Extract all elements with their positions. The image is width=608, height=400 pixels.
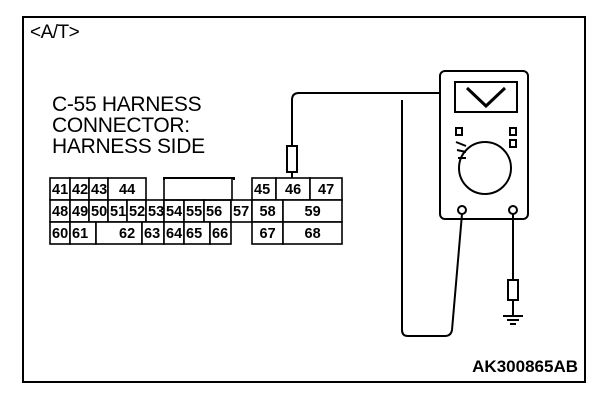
pin-label-60: 60 [52, 226, 68, 242]
pin-label-43: 43 [91, 182, 107, 198]
multimeter [439, 70, 529, 220]
pin-label-64: 64 [166, 226, 182, 242]
probe-lead [286, 92, 459, 178]
pin-label-50: 50 [91, 204, 107, 220]
ground-probe [507, 279, 519, 301]
pin-label-48: 48 [52, 204, 68, 220]
pin-cell-66 [209, 221, 232, 245]
selector-dial [458, 141, 512, 195]
voltage-icon [465, 86, 507, 109]
pin-label-44: 44 [119, 182, 135, 198]
pin-label-41: 41 [52, 182, 68, 198]
pin-label-46: 46 [285, 182, 301, 198]
meter-return-lead [401, 100, 463, 337]
ground-lead [503, 214, 523, 325]
mode-button-right [509, 127, 517, 136]
pin-label-67: 67 [260, 226, 276, 242]
section-title: <A/T> [30, 22, 80, 43]
pin-label-58: 58 [260, 204, 276, 220]
pin-label-42: 42 [72, 182, 88, 198]
ground-icon [503, 315, 523, 325]
pin-label-51: 51 [110, 204, 126, 220]
pin-label-61: 61 [72, 226, 88, 242]
pin-label-59: 59 [305, 204, 321, 220]
pin-label-65: 65 [186, 226, 202, 242]
mode-button-right-2 [509, 139, 517, 148]
pin-label-54: 54 [166, 204, 182, 220]
probe-tip [286, 145, 298, 173]
mode-button-left [455, 127, 463, 136]
pin-label-52: 52 [129, 204, 145, 220]
multimeter-body [439, 70, 529, 220]
pin-label-53: 53 [148, 204, 164, 220]
pin-label-47: 47 [318, 182, 334, 198]
connector-caption: C-55 HARNESS CONNECTOR: HARNESS SIDE [52, 93, 205, 158]
pin-label-55: 55 [186, 204, 202, 220]
figure-code: AK300865AB [472, 357, 578, 376]
pin-label-45: 45 [254, 182, 270, 198]
pin-label-49: 49 [72, 204, 88, 220]
pin-label-66: 66 [212, 226, 228, 242]
pin-label-56: 56 [206, 204, 222, 220]
pin-label-63: 63 [144, 226, 160, 242]
multimeter-display [454, 81, 518, 113]
connector-key-slot [163, 177, 233, 201]
pin-label-68: 68 [305, 226, 321, 242]
pin-label-62: 62 [119, 226, 135, 242]
pin-label-57: 57 [233, 204, 249, 220]
pin-cell-68 [282, 221, 343, 245]
